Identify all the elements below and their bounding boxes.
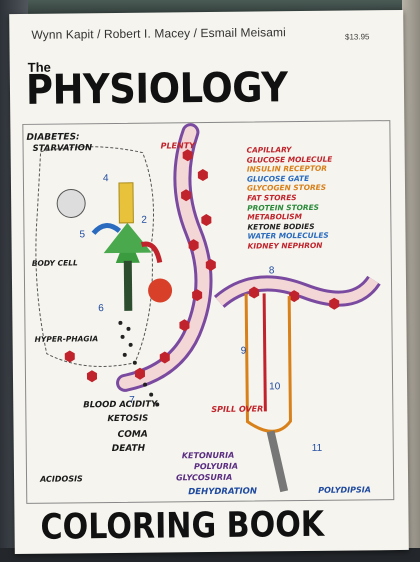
svg-text:4: 4 [103,173,109,184]
svg-text:9: 9 [241,346,247,357]
label-polydipsia: POLYDIPSIA [318,485,371,495]
price-tag: $13.95 [344,32,370,42]
label-polyuria: POLYURIA [193,461,239,472]
svg-text:7: 7 [129,395,135,406]
svg-text:11: 11 [312,443,323,454]
legend-item: KIDNEY NEPHRON [247,240,323,251]
legend-item: GLYCOGEN STORES [246,183,327,193]
label-body-cell: BODY CELL [31,258,78,268]
label-hyperphagia: HYPER-PHAGIA [34,334,99,344]
legend: CAPILLARY GLUCOSE MOLECULE INSULIN RECEP… [247,145,334,251]
label-plenty: PLENTY [160,141,195,151]
svg-text:2: 2 [141,215,147,226]
label-blood-acidity: BLOOD ACIDITY [83,399,158,411]
title-main: PHYSIOLOGY [25,63,288,114]
label-diabetes: DIABETES: [26,132,80,143]
label-glycosuria: GLYCOSURIA [176,472,233,483]
label-acidosis: ACIDOSIS [40,474,83,484]
label-ketonuria: KETONURIA [181,450,235,461]
svg-text:8: 8 [269,265,275,276]
svg-text:5: 5 [79,229,85,240]
label-coma: COMA [117,429,148,440]
legend-item: INSULIN RECEPTOR [246,163,327,174]
svg-text:6: 6 [98,303,104,314]
label-death: DEATH [111,443,146,455]
authors: Wynn Kapit / Robert I. Macey / Esmail Me… [31,25,286,42]
physiology-illustration: 4 5 2 6 7 8 9 10 11 [35,123,381,493]
label-spill-over: SPILL OVER [211,404,264,414]
label-ketosis: KETOSIS [107,413,149,425]
svg-text:10: 10 [269,381,281,392]
title-bottom: COLORING BOOK [40,504,325,548]
label-dehydration: DEHYDRATION [188,486,258,498]
book-cover: Wynn Kapit / Robert I. Macey / Esmail Me… [9,9,409,555]
label-starvation: STARVATION [32,143,93,154]
